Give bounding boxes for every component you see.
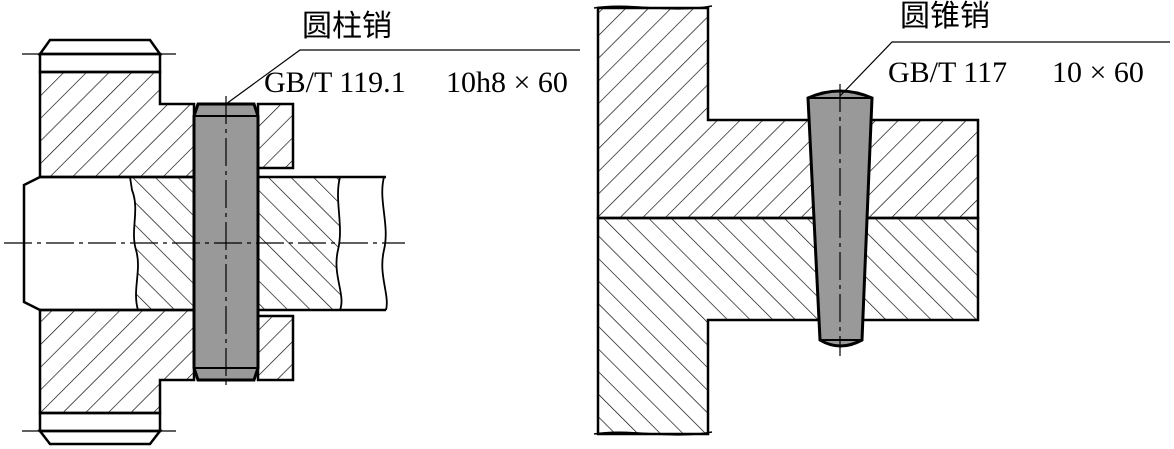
gear-bottom-rim bbox=[38, 411, 162, 433]
flange-lower-section bbox=[596, 216, 980, 436]
taper-pin-leader bbox=[839, 41, 1170, 97]
flange-upper-section bbox=[596, 6, 980, 220]
cylindrical-pin-size: 10h8 × 60 bbox=[446, 66, 568, 99]
gear-bottom-teeth bbox=[37, 429, 163, 446]
flange-break-bottom bbox=[593, 431, 713, 436]
hub-upper-section bbox=[38, 70, 196, 179]
taper-pin-assembly bbox=[593, 5, 1170, 436]
flange-break-top bbox=[593, 5, 713, 10]
hub-lower-right-section bbox=[256, 314, 295, 382]
cylindrical-pin-leader bbox=[225, 49, 580, 105]
shaft-section-left bbox=[128, 176, 195, 311]
hub-lower-section bbox=[38, 308, 196, 415]
gear-top-rim bbox=[38, 52, 162, 74]
cylindrical-pin-assembly bbox=[4, 38, 580, 446]
hub-upper-right-section bbox=[256, 102, 295, 170]
shaft-break-line bbox=[381, 176, 388, 311]
taper-pin-size: 10 × 60 bbox=[1052, 56, 1144, 89]
cylindrical-pin-standard: GB/T 119.1 bbox=[264, 66, 406, 99]
gear-top-teeth bbox=[37, 38, 163, 56]
taper-pin-title: 圆锥销 bbox=[900, 0, 990, 34]
cylindrical-pin-title: 圆柱销 bbox=[302, 9, 392, 44]
taper-pin-standard: GB/T 117 bbox=[888, 56, 1008, 89]
